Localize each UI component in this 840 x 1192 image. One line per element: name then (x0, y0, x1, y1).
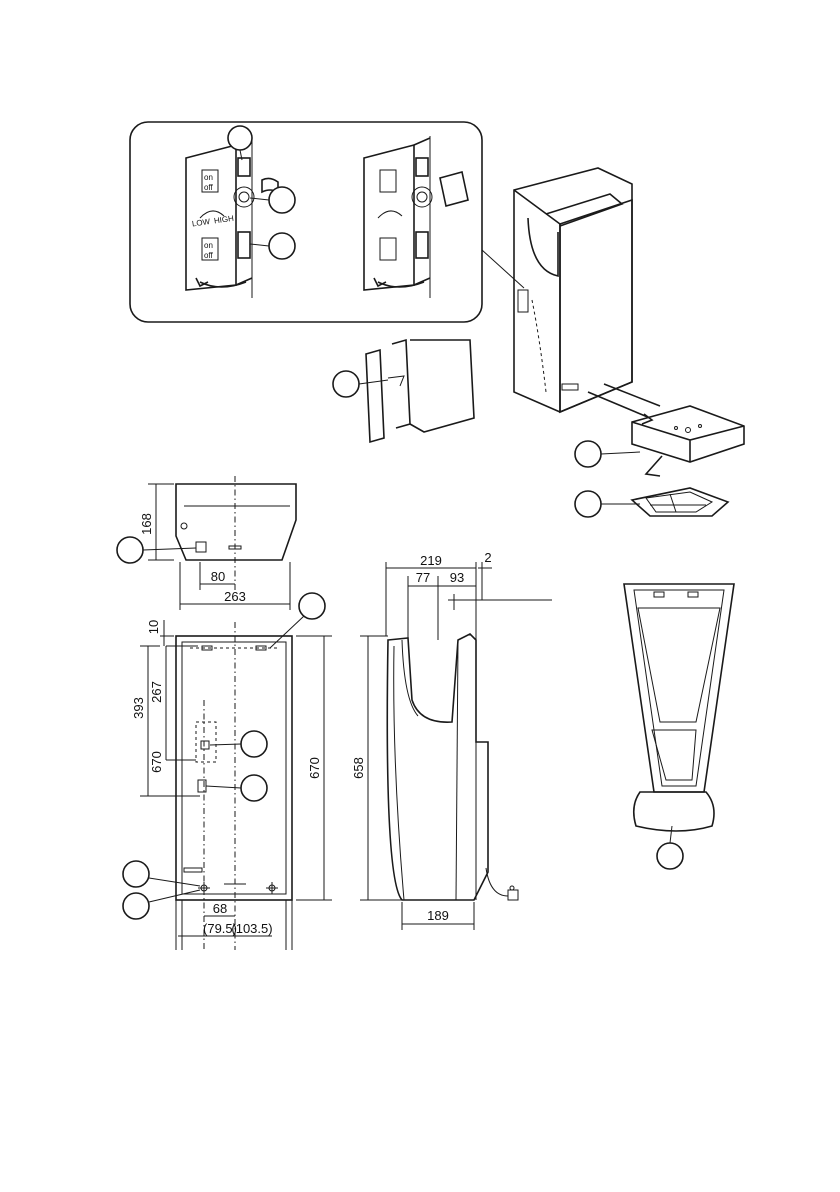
callout-inset-2 (269, 187, 295, 213)
dim-side-93: 93 (450, 570, 464, 585)
switch-label-on-1: on (204, 173, 213, 182)
callout-inset-3 (269, 233, 295, 259)
dim-side-77: 77 (416, 570, 430, 585)
dim-side-bottom-depth: 189 (427, 908, 449, 923)
side-cover-detail (333, 340, 474, 442)
switch-label-off-2: off (204, 251, 214, 260)
dim-front-height-393: 393 (131, 697, 146, 719)
speed-low-label: LOW (191, 217, 211, 229)
dim-front-top-offset: 80 (211, 569, 225, 584)
switch-panel-right (364, 136, 468, 298)
callout-drip-tray (575, 441, 601, 467)
dim-side-gap: 2 (484, 550, 491, 565)
dim-front-height-670-inner: 670 (149, 751, 164, 773)
top-view: 168 80 263 (117, 476, 296, 610)
dim-front-top-width: 263 (224, 589, 246, 604)
dim-front-bottom-103: (103.5) (231, 921, 272, 936)
dim-front-bottom-68: 68 (213, 901, 227, 916)
callout-front-2 (241, 731, 267, 757)
switch-panel-left: on off LOW HIGH on off (186, 136, 278, 298)
callout-top-view (117, 537, 143, 563)
side-view: 219 2 77 93 658 189 (351, 550, 552, 930)
dim-side-depth: 219 (420, 553, 442, 568)
dim-front-height-670: 670 (307, 757, 322, 779)
front-view: 10 267 393 670 670 68 (79.5) (103.5) (123, 593, 332, 950)
switch-detail-inset: on off LOW HIGH on off (130, 122, 482, 322)
speed-high-label: HIGH (213, 214, 234, 226)
switch-label-off-1: off (204, 183, 214, 192)
callout-front-1 (299, 593, 325, 619)
hand-dryer-isometric (514, 168, 632, 412)
callout-side-cover (333, 371, 359, 397)
callout-inset-1 (228, 126, 252, 150)
callout-front-3 (241, 775, 267, 801)
dim-front-height-267: 267 (149, 681, 164, 703)
dim-front-top-depth: 168 (139, 513, 154, 535)
dim-side-height: 658 (351, 757, 366, 779)
drip-tray-removal (575, 384, 744, 517)
callout-backplate (657, 843, 683, 869)
backplate-view (624, 584, 734, 869)
switch-label-on-2: on (204, 241, 213, 250)
dim-front-top-margin: 10 (146, 620, 161, 634)
callout-front-5 (123, 893, 149, 919)
callout-front-4 (123, 861, 149, 887)
callout-filter (575, 491, 601, 517)
